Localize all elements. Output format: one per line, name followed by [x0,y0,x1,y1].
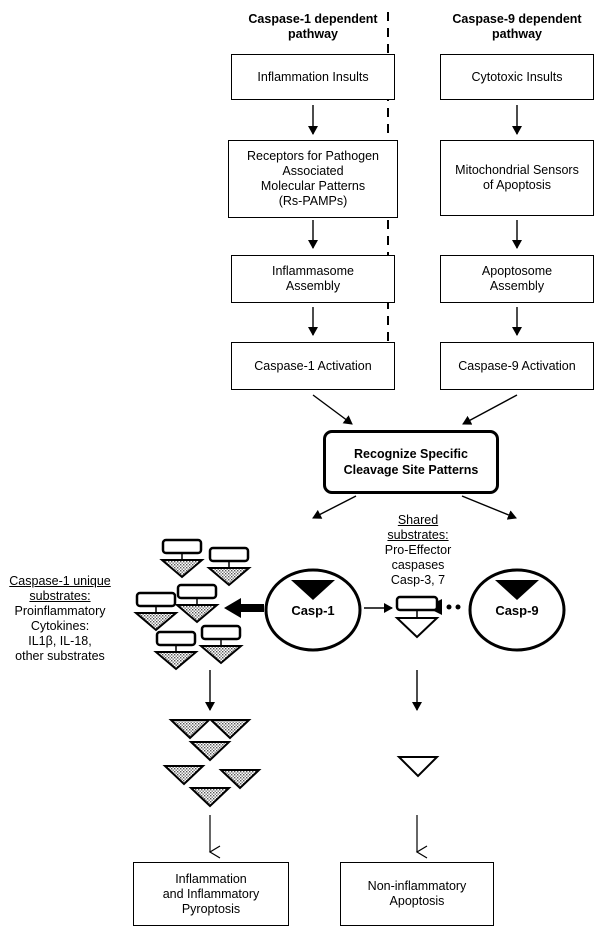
substrate-glyph [198,624,244,665]
cleaved-fragment [208,719,252,740]
right-step-caspase9-activation: Caspase-9 Activation [440,342,594,390]
unique-substrates-title: Caspase-1 unique substrates: [9,574,111,603]
cleaved-cytokine-products [162,719,262,808]
casp-9-enzyme [468,568,566,652]
substrate-glyph [174,583,220,624]
caspase1-unique-substrates-note: Caspase-1 unique substrates: Proinflamma… [4,574,116,664]
substrate-glyph [206,546,252,587]
arrow-diverge-right [461,495,517,520]
cleaved-fragment [188,787,232,808]
outcome-left-label: Inflammation and Inflammatory Pyroptosis [162,871,260,916]
cleavage-site-recognition-box: Recognize Specific Cleavage Site Pattern… [323,430,499,494]
substrate-glyph [133,591,179,632]
left-step-4-label: Caspase-1 Activation [254,358,372,373]
cleaved-effector-caspase [396,756,440,778]
right-step-mitochondrial-sensors: Mitochondrial Sensors of Apoptosis [440,140,594,216]
right-step-3-label: Apoptosome Assembly [481,264,553,293]
cleaved-fragment [162,765,206,786]
cleaved-fragment [188,741,232,762]
casp-1-enzyme [264,568,362,652]
right-step-2-label: Mitochondrial Sensors of Apoptosis [455,163,579,192]
right-step-4-label: Caspase-9 Activation [458,358,576,373]
shared-substrates-text: Pro-Effector caspases Casp-3, 7 [384,543,452,587]
left-step-inflammasome-assembly: Inflammasome Assembly [231,255,395,303]
outcome-inflammation-pyroptosis: Inflammation and Inflammatory Pyroptosis [133,862,289,926]
shared-substrates-title: Shared substrates: [387,513,449,542]
outcome-right-label: Non-inflammatory Apoptosis [367,879,467,908]
outcome-apoptosis: Non-inflammatory Apoptosis [340,862,494,926]
left-step-caspase1-activation: Caspase-1 Activation [231,342,395,390]
shared-substrates-note: Shared substrates: Pro-Effector caspases… [376,513,460,588]
left-step-rs-pamps: Receptors for Pathogen Associated Molecu… [228,140,398,218]
shared-substrate-procaspase [394,595,440,639]
casp-1-label: Casp-1 [291,603,335,618]
right-step-cytotoxic-insults: Cytotoxic Insults [440,54,594,100]
left-step-3-label: Inflammasome Assembly [272,264,354,293]
left-step-inflammation-insults: Inflammation Insults [231,54,395,100]
casp1-cleave-arrow [224,598,264,618]
right-pathway-heading: Caspase-9 dependent pathway [452,12,582,41]
right-step-1-label: Cytotoxic Insults [471,69,563,84]
arrow-diverge-left [312,495,357,519]
cleaved-fragment [168,719,212,740]
unique-substrates-text: Proinflammatory Cytokines: IL1β, IL-18, … [14,604,106,663]
arrow-converge-left [312,394,353,425]
casp-9-label: Casp-9 [495,603,539,618]
cleavage-site-label: Recognize Specific Cleavage Site Pattern… [343,447,479,477]
right-step-apoptosome-assembly: Apoptosome Assembly [440,255,594,303]
left-step-2-label: Receptors for Pathogen Associated Molecu… [246,149,380,208]
caspase1-unique-substrates [133,538,252,671]
substrate-glyph [153,630,199,671]
left-step-1-label: Inflammation Insults [257,69,369,84]
substrate-glyph [159,538,205,579]
left-pathway-heading: Caspase-1 dependent pathway [248,12,378,41]
arrow-converge-right [462,394,518,425]
cleaved-fragment [218,769,262,790]
